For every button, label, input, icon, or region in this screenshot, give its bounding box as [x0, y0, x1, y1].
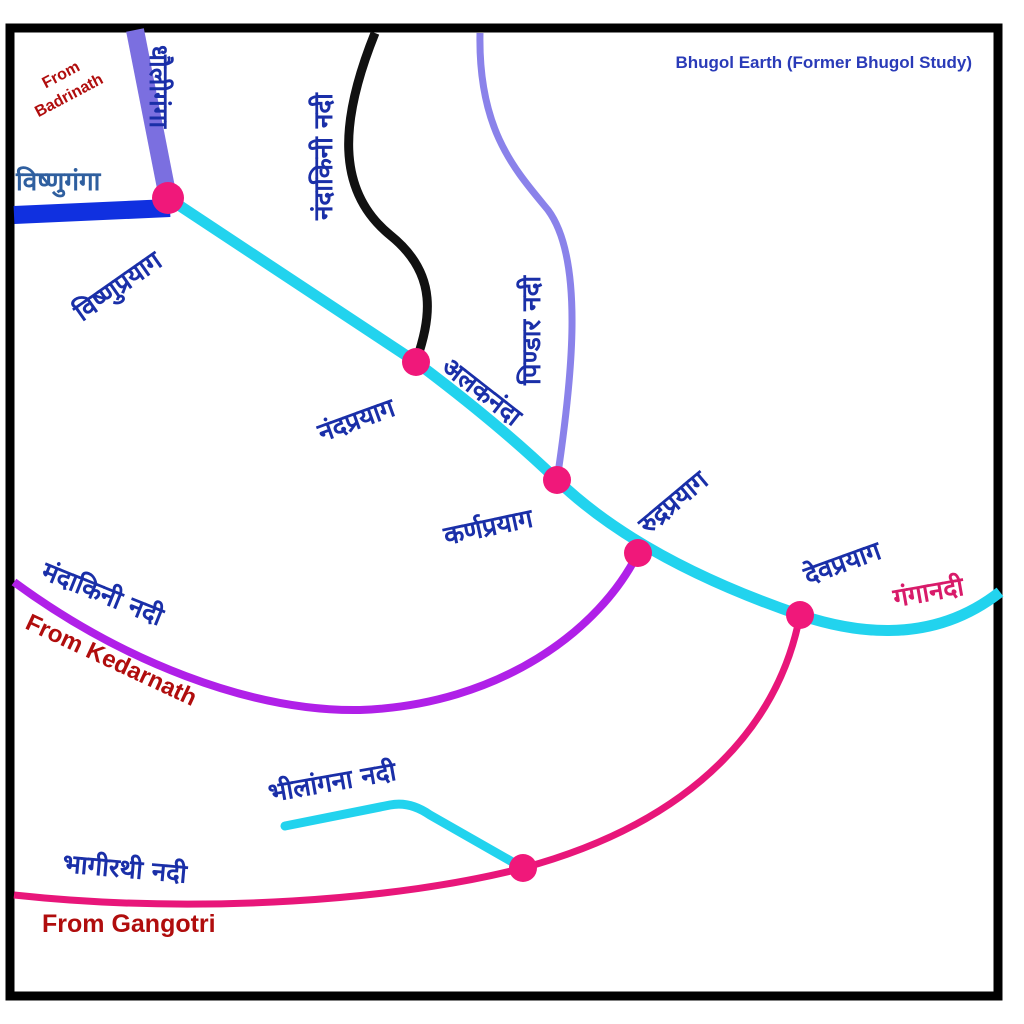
label-nandakini: नंदाकिनी नदी — [308, 92, 339, 221]
river-alaknanda — [164, 193, 1004, 637]
dot-rudraprayag — [624, 539, 652, 567]
river-dhauliganga — [126, 28, 177, 200]
dot-devprayag — [786, 601, 814, 629]
river-vishnuganga — [13, 199, 171, 224]
dot-bhilangana-confluence — [509, 854, 537, 882]
river-nandakini — [344, 31, 432, 364]
river-mandakini — [11, 551, 642, 715]
from-gangotri-label: From Gangotri — [42, 910, 216, 938]
label-dhauliganga: धौलीगंगा — [143, 45, 174, 129]
label-pindar: पिण्डार नदी — [516, 275, 547, 386]
credit-text: Bhugol Earth (Former Bhugol Study) — [675, 53, 972, 72]
label-vishnuganga: विष्णुगंगा — [15, 166, 102, 198]
dot-karnaprayag — [543, 466, 571, 494]
dot-vishnuprayag — [152, 182, 184, 214]
river-pindar — [476, 32, 576, 481]
dot-nandprayag — [402, 348, 430, 376]
river-bhilangana — [280, 799, 528, 873]
